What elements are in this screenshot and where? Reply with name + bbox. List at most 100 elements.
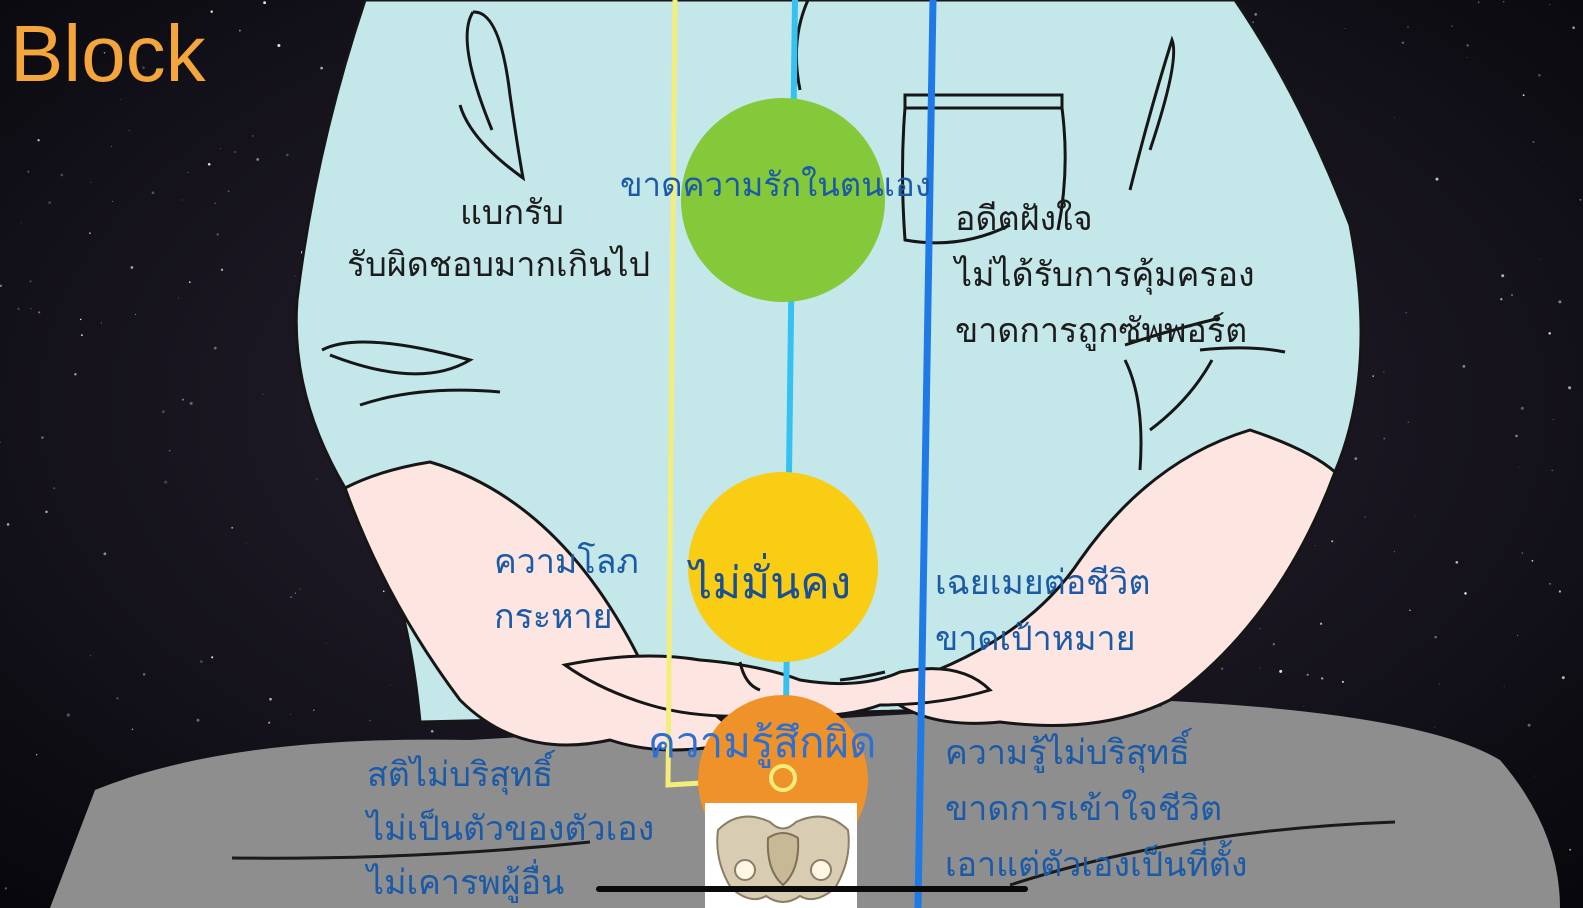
- star: [294, 592, 297, 594]
- star: [29, 280, 32, 283]
- star: [227, 190, 230, 193]
- star: [214, 202, 217, 205]
- star: [231, 526, 234, 529]
- star: [1572, 26, 1575, 30]
- middle-chakra-label: ไม่มั่นคง: [690, 558, 852, 609]
- star: [1548, 582, 1551, 585]
- star: [20, 222, 22, 224]
- star: [1383, 437, 1386, 440]
- star: [238, 29, 241, 32]
- star: [88, 232, 91, 235]
- star: [1561, 676, 1565, 680]
- star: [37, 138, 40, 142]
- star: [38, 311, 41, 314]
- star: [45, 510, 48, 514]
- star: [1451, 25, 1453, 27]
- star: [11, 175, 12, 177]
- star: [103, 52, 106, 54]
- star: [177, 297, 179, 299]
- star: [1568, 386, 1572, 390]
- star: [135, 313, 136, 315]
- star: [90, 655, 92, 657]
- top-left-text-line: แบกรับ: [460, 193, 564, 233]
- star: [234, 151, 236, 153]
- star: [186, 171, 189, 174]
- star: [142, 66, 145, 70]
- star: [60, 173, 64, 177]
- star: [0, 284, 3, 288]
- star: [263, 1, 266, 5]
- star: [1259, 628, 1261, 630]
- star: [1542, 160, 1544, 162]
- star: [199, 660, 203, 663]
- star: [290, 596, 292, 598]
- star: [112, 200, 114, 202]
- star: [66, 713, 70, 717]
- star: [1551, 469, 1553, 472]
- star: [268, 721, 271, 724]
- star: [1534, 775, 1535, 777]
- star: [111, 146, 113, 148]
- star: [382, 590, 385, 593]
- bottom-left-text-line: ไม่เคารพผู้อื่น: [367, 863, 565, 903]
- star: [430, 729, 434, 733]
- star: [1434, 726, 1436, 728]
- top-left-text-line: รับผิดชอบมากเกินไป: [347, 245, 651, 285]
- star: [1354, 457, 1358, 460]
- star: [53, 487, 56, 490]
- star: [1401, 41, 1405, 44]
- star: [1435, 177, 1439, 181]
- bottom-left-text-line: สติไม่บริสุทธิ์: [367, 755, 554, 795]
- star: [1538, 298, 1540, 299]
- blue-channel-line: [914, 0, 937, 908]
- star: [128, 130, 130, 132]
- star: [196, 718, 200, 722]
- star: [1579, 198, 1582, 201]
- top-right-text-line: ไม่ได้รับการคุ้มครอง: [955, 255, 1255, 295]
- star: [390, 684, 392, 686]
- star: [1538, 258, 1540, 260]
- star: [1393, 116, 1395, 118]
- star: [162, 410, 165, 413]
- bottom-left-text-line: ไม่เป็นตัวของตัวเอง: [367, 809, 655, 849]
- star: [220, 268, 224, 271]
- star: [266, 33, 268, 35]
- star: [131, 728, 134, 731]
- star: [1306, 673, 1309, 676]
- star: [41, 436, 44, 439]
- star: [30, 308, 32, 310]
- star: [1455, 560, 1459, 564]
- middle-left-text-line: ความโลภ: [494, 542, 639, 582]
- star: [188, 281, 191, 283]
- star: [251, 135, 254, 137]
- star: [1252, 21, 1255, 24]
- star: [211, 656, 214, 659]
- home-indicator-bar[interactable]: [596, 886, 1028, 892]
- star: [1518, 466, 1520, 468]
- star: [1503, 686, 1505, 688]
- star: [130, 266, 134, 269]
- star: [100, 322, 103, 324]
- star: [1409, 609, 1411, 611]
- star: [313, 709, 315, 711]
- star: [1394, 551, 1395, 553]
- star: [1552, 419, 1554, 420]
- star: [320, 66, 323, 70]
- star: [1569, 848, 1572, 851]
- star: [1520, 406, 1524, 410]
- star: [142, 673, 146, 676]
- title-block: Block: [10, 9, 206, 98]
- star: [1511, 294, 1513, 296]
- star: [245, 542, 247, 544]
- star: [90, 181, 92, 183]
- green-chakra-circle: [681, 98, 885, 302]
- middle-left-text-line: กระหาย: [494, 597, 613, 637]
- star: [1279, 669, 1283, 673]
- star: [262, 393, 264, 395]
- star: [0, 441, 2, 444]
- star: [1407, 421, 1410, 424]
- star: [1538, 73, 1541, 77]
- star: [220, 147, 222, 149]
